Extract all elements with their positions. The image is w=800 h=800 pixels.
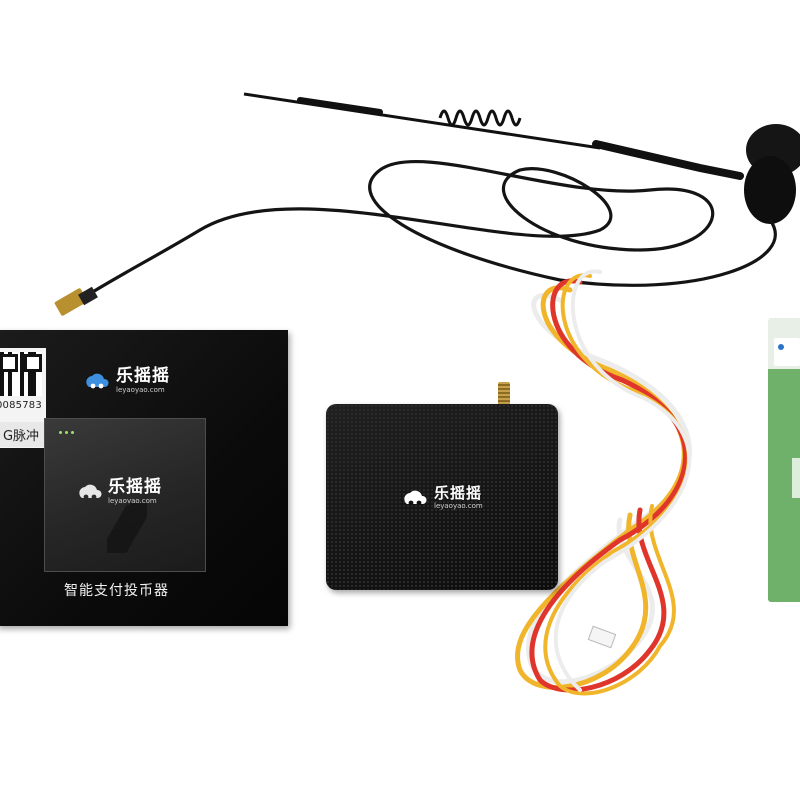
cloud-logo-icon — [79, 484, 102, 500]
antenna-icon — [243, 92, 800, 224]
window-brand-domain: leyaoyao.com — [108, 497, 157, 505]
cloud-logo-icon — [86, 373, 109, 389]
cloud-logo-icon — [404, 490, 427, 506]
package-brand-domain: leyaoyao.com — [116, 386, 165, 394]
reader-patch — [792, 458, 800, 498]
package-window: 乐摇摇 leyaoyao.com — [44, 418, 206, 572]
coax-cable — [69, 159, 777, 308]
coin-acceptor-device: 乐摇摇 leyaoyao.com — [326, 404, 558, 590]
device-brand-name: 乐摇摇 — [434, 484, 483, 502]
package-brand: 乐摇摇 leyaoyao.com — [84, 368, 170, 394]
package-sticker: 0085783 G脉冲 — [0, 348, 46, 448]
product-package: 0085783 G脉冲 乐摇摇 leyaoyao.com — [0, 330, 288, 626]
device-brand: 乐摇摇 leyaoyao.com — [402, 486, 483, 510]
sticker-serial-number: 0085783 — [0, 400, 42, 411]
antenna-connector-icon — [498, 382, 510, 408]
sma-connector-icon — [54, 286, 98, 316]
reader-label-icon — [774, 338, 800, 366]
window-reflection — [107, 503, 147, 553]
window-brand: 乐摇摇 leyaoyao.com — [77, 479, 162, 505]
reader-module — [768, 318, 800, 602]
qr-code-icon — [0, 352, 42, 396]
package-caption: 智能支付投币器 — [64, 583, 169, 599]
device-brand-domain: leyaoyao.com — [434, 502, 483, 510]
status-led-icon — [59, 431, 74, 434]
sticker-label: G脉冲 — [0, 422, 46, 447]
wire-harness — [515, 269, 692, 696]
window-brand-name: 乐摇摇 — [108, 477, 162, 497]
package-brand-name: 乐摇摇 — [116, 366, 170, 386]
